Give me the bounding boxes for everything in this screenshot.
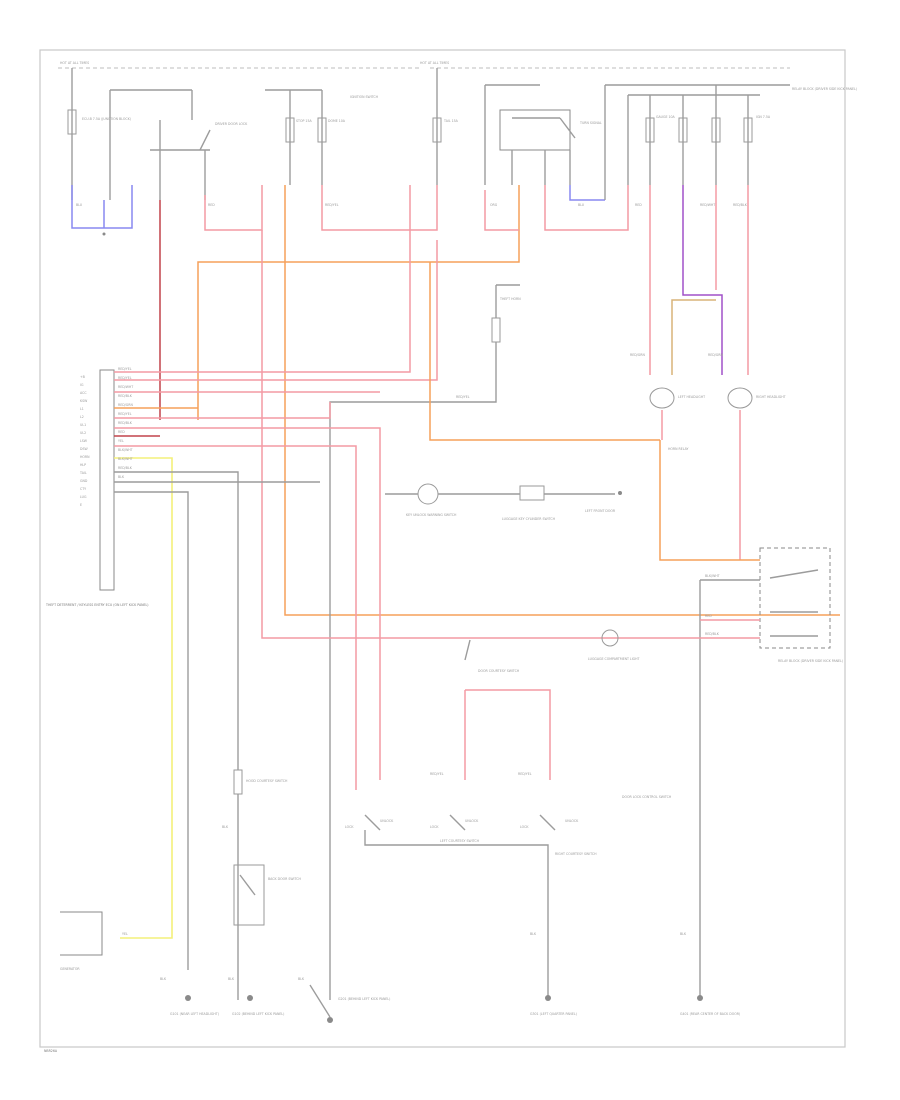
ecu-pin-label: L1 bbox=[80, 407, 84, 411]
label-theft-ecu: THEFT DETERRENT / KEYLESS ENTRY ECU (ON … bbox=[45, 603, 149, 607]
wire-label-blk-2: BLK bbox=[160, 977, 167, 981]
ecu-pin-label: IG bbox=[80, 383, 84, 387]
wire-label-blk-4: BLK bbox=[298, 977, 305, 981]
wire-label-red-blk-1: RED/BLK bbox=[733, 203, 748, 207]
ecu-wire-label: RED/YEL bbox=[118, 376, 132, 380]
ecu-wire-label: RED/YEL bbox=[118, 412, 132, 416]
wire-label-blu-1: BLU bbox=[76, 203, 83, 207]
wire-label-red-2: RED bbox=[635, 203, 642, 207]
ecu-pin-label: GND bbox=[80, 479, 88, 483]
label-relay-block: RELAY BLOCK (DRIVER SIDE KICK PANEL) bbox=[778, 659, 843, 663]
hot-label-right: HOT AT ALL TIMES bbox=[420, 61, 449, 65]
ecu-pin-label: UL2 bbox=[80, 431, 86, 435]
label-lock-2: LOCK bbox=[430, 825, 439, 829]
ecu-pin-label: UL1 bbox=[80, 423, 86, 427]
ecu-wire-label: RED/WHT bbox=[118, 385, 133, 389]
wire-label-red-yel-3: RED/YEL bbox=[430, 772, 444, 776]
ground-c: G201 (BEHIND LEFT KICK PANEL) bbox=[338, 997, 390, 1001]
label-left-front-door: LEFT FRONT DOOR bbox=[585, 509, 616, 513]
label-turn-signal: TURN SIGNAL bbox=[579, 121, 602, 125]
ecu-wire-label: RED/GRN bbox=[118, 403, 133, 407]
wire-label-blk-3: BLK bbox=[228, 977, 235, 981]
fuse-tail: TAIL 15A bbox=[443, 119, 459, 123]
label-right-headlight: RIGHT HEADLIGHT bbox=[756, 395, 786, 399]
label-luggage-key-cylinder: LUGGAGE KEY CYLINDER SWITCH bbox=[502, 517, 556, 521]
label-unlock-2: UNLOCK bbox=[465, 819, 479, 823]
ecu-pin-label: HLP bbox=[80, 463, 86, 467]
fuse-ign: IGN 7.5A bbox=[756, 115, 771, 119]
label-relay-block-top: RELAY BLOCK (DRIVER SIDE KICK PANEL) bbox=[792, 87, 857, 91]
ecu-wire-label: RED/YEL bbox=[118, 367, 132, 371]
wire-label-red-yel-1: RED/YEL bbox=[325, 203, 339, 207]
wire-label-blu-2: BLU bbox=[578, 203, 585, 207]
ecu-pin-label: L2 bbox=[80, 415, 84, 419]
wire-label-yel-1: YEL bbox=[122, 932, 128, 936]
label-key-unlock-warning: KEY UNLOCK WARNING SWITCH bbox=[406, 513, 457, 517]
label-unlock-1: UNLOCK bbox=[380, 819, 394, 823]
wire-label-blk-wht-1: BLK/WHT bbox=[705, 574, 720, 578]
label-lock-1: LOCK bbox=[345, 825, 354, 829]
ecu-wire-label: RED/BLK bbox=[118, 466, 133, 470]
ground-e: G401 (REAR CENTER OF BACK DOOR) bbox=[680, 1012, 740, 1016]
label-driver-door-lock: DRIVER DOOR LOCK bbox=[215, 122, 248, 126]
ecu-pin-label: LUG bbox=[80, 495, 87, 499]
ecu-wire-label: RED/BLK bbox=[118, 394, 133, 398]
label-door-courtesy: DOOR COURTESY SWITCH bbox=[478, 669, 520, 673]
ground-b: G102 (BEHIND LEFT KICK PANEL) bbox=[232, 1012, 284, 1016]
ecu-pin-label: LSW bbox=[80, 439, 88, 443]
ecu-pin-label: HORN bbox=[80, 455, 90, 459]
label-hood-courtesy: HOOD COURTESY SWITCH bbox=[246, 779, 288, 783]
ecu-wire-label: YEL bbox=[118, 439, 124, 443]
ecu-wire-label: RED bbox=[118, 430, 125, 434]
wire-label-blk-1: BLK bbox=[222, 825, 229, 829]
ground-a: G101 (NEAR LEFT HEADLIGHT) bbox=[170, 1012, 219, 1016]
ecu-pin-label: KSW bbox=[80, 399, 88, 403]
wire-label-red-blk-2: RED/BLK bbox=[705, 632, 720, 636]
wire-label-red-yel-2: RED/YEL bbox=[456, 395, 470, 399]
hot-label-left: HOT AT ALL TIMES bbox=[60, 61, 89, 65]
ground-d: G301 (LEFT QUARTER PANEL) bbox=[530, 1012, 577, 1016]
wire-label-blk-6: BLK bbox=[680, 932, 687, 936]
wire-label-red-1: RED bbox=[208, 203, 215, 207]
fuse-stop: STOP 15A bbox=[296, 119, 312, 123]
ecu-pin-label: +B bbox=[80, 375, 85, 379]
label-unlock-3: UNLOCK bbox=[565, 819, 579, 823]
ecu-pin-label: DSW bbox=[80, 447, 88, 451]
fuse-gauge: GAUGE 10A bbox=[656, 115, 676, 119]
wire-label-blk-5: BLK bbox=[530, 932, 537, 936]
label-theft-horn: THEFT HORN bbox=[499, 297, 521, 301]
ecu-pin-label: CTY bbox=[80, 487, 86, 491]
wire-label-red-3: RED bbox=[705, 614, 712, 618]
ecu-wire-label: BLK bbox=[118, 475, 125, 479]
wire-label-red-grn-1: RED/GRN bbox=[630, 353, 645, 357]
label-left-headlight: LEFT HEADLIGHT bbox=[678, 395, 705, 399]
wire-label-red-yel-4: RED/YEL bbox=[518, 772, 532, 776]
label-ignition-switch: IGNITION SWITCH bbox=[350, 95, 379, 99]
label-back-door-switch: BACK DOOR SWITCH bbox=[268, 877, 301, 881]
label-door-lock-control: DOOR LOCK CONTROL SWITCH bbox=[622, 795, 672, 799]
ecu-pin-label: TAIL bbox=[79, 471, 87, 475]
ecu-wire-label: BLK/WHT bbox=[118, 448, 133, 452]
wire-label-org-1: ORG bbox=[490, 203, 498, 207]
label-horn-relay: HORN RELAY bbox=[668, 447, 689, 451]
fuse-dome: DOME 10A bbox=[328, 119, 346, 123]
ecu-pin-label: E bbox=[80, 503, 82, 507]
label-generator: GENERATOR bbox=[60, 967, 80, 971]
footer-code: NBR26A bbox=[44, 1049, 58, 1053]
label-lock-3: LOCK bbox=[520, 825, 529, 829]
ecu-wire-label: RED/BLK bbox=[118, 421, 133, 425]
label-luggage-light: LUGGAGE COMPARTMENT LIGHT bbox=[588, 657, 640, 661]
label-right-courtesy: RIGHT COURTESY SWITCH bbox=[555, 852, 597, 856]
ecu-pin-label: ACC bbox=[80, 391, 87, 395]
diagram-frame bbox=[39, 49, 846, 1048]
wire-label-red-wht-1: RED/WHT bbox=[700, 203, 715, 207]
fuse-ecu-b: ECU-B 7.5A (JUNCTION BLOCK) bbox=[82, 117, 131, 121]
wire-label-red-grn-2: RED/GRN bbox=[708, 353, 723, 357]
ecu-wire-label: BLK/WHT bbox=[118, 457, 133, 461]
label-left-courtesy: LEFT COURTESY SWITCH bbox=[440, 839, 480, 843]
ecu-wire-list: RED/YEL RED/YEL RED/WHT RED/BLK RED/GRN RED/Y… bbox=[118, 367, 133, 479]
